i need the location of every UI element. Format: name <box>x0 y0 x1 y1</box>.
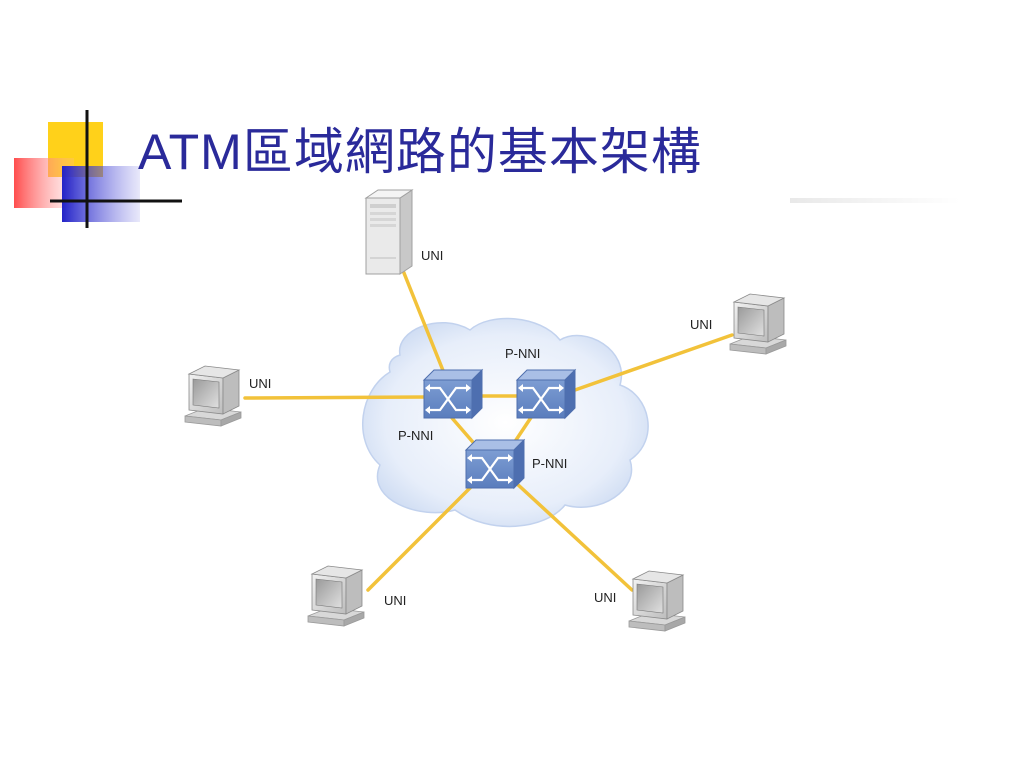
computer-icon-left <box>184 365 242 427</box>
atm-switch-icon-bottom <box>464 438 526 490</box>
label-pc-bottom-left-uni: UNI <box>384 593 406 608</box>
label-pc-left-uni: UNI <box>249 376 271 391</box>
server-icon <box>364 189 414 275</box>
slide-decoration <box>14 110 182 228</box>
atm-switch-icon-left <box>422 368 484 420</box>
link-switch-bottom-pc-bottom-right <box>513 480 634 592</box>
computer-icon-bottom-right <box>628 570 686 632</box>
computer-icon-right <box>729 293 787 355</box>
slide-title: ATM區域網路的基本架構 <box>138 124 702 180</box>
link-pc-left-switch-left <box>243 395 428 400</box>
link-switch-bottom-pc-bottom-left <box>366 478 480 592</box>
link-switch-right-pc-right <box>573 333 734 392</box>
deco-blue-square <box>62 166 140 222</box>
computer-icon-bottom-left <box>307 565 365 627</box>
label-pc-right-uni: UNI <box>690 317 712 332</box>
atm-switch-icon-right <box>515 368 577 420</box>
link-server-switch-left <box>400 266 448 380</box>
label-pc-bottom-right-uni: UNI <box>594 590 616 605</box>
label-switch-right-pnni: P-NNI <box>505 346 540 361</box>
title-underline-fade <box>790 198 960 203</box>
label-switch-left-pnni: P-NNI <box>398 428 433 443</box>
label-server-uni: UNI <box>421 248 443 263</box>
label-switch-bottom-pnni: P-NNI <box>532 456 567 471</box>
